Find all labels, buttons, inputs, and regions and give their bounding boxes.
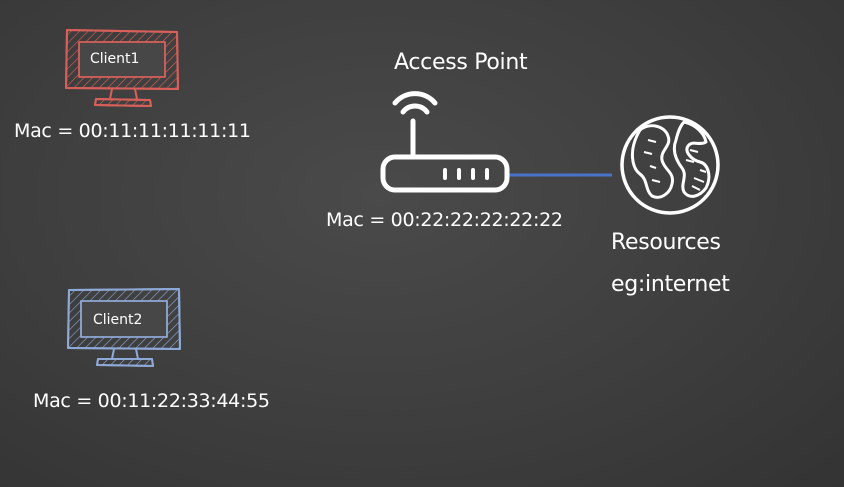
client2-label: Client2 bbox=[93, 312, 143, 328]
resources-example-label: eg:internet bbox=[611, 272, 730, 297]
client2-mac-address: Mac = 00:11:22:33:44:55 bbox=[33, 390, 270, 412]
access-point-mac-address: Mac = 00:22:22:22:22:22 bbox=[326, 209, 563, 231]
client2-monitor-icon bbox=[67, 288, 181, 367]
client1-label: Client1 bbox=[90, 51, 140, 67]
access-point-title: Access Point bbox=[394, 50, 528, 75]
client1-monitor-icon bbox=[65, 29, 179, 107]
router-icon bbox=[380, 91, 510, 193]
globe-icon bbox=[620, 115, 720, 215]
resources-label: Resources bbox=[611, 230, 721, 255]
client1-mac-address: Mac = 00:11:11:11:11:11 bbox=[14, 120, 251, 142]
